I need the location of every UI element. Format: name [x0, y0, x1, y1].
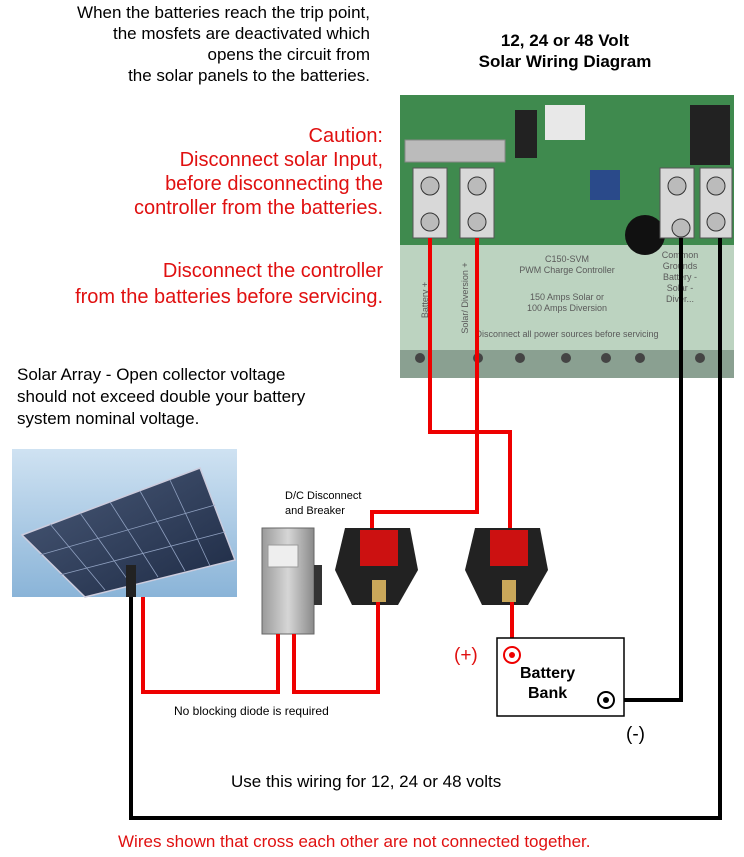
solar-plus-terminal [459, 167, 495, 239]
breaker-stud [502, 580, 516, 602]
disconnect-label: D/C Disconnect and Breaker [285, 489, 361, 519]
terminal-label-battery: Battery + [420, 282, 430, 318]
disconnect-label-line: D/C Disconnect [285, 490, 362, 502]
wiring-note: Use this wiring for 12, 24 or 48 volts [231, 772, 502, 791]
solar-note-line: should not exceed double your battery [17, 387, 306, 406]
terminal-label-solar: Solar/ Diversion + [460, 262, 470, 333]
breaker-stud [372, 580, 386, 602]
service-line: Disconnect the controller [162, 260, 383, 282]
caution-line: controller from the batteries. [134, 197, 383, 219]
service-note: Disconnect the controller from the batte… [0, 258, 383, 310]
disconnect-to-breaker-wire [292, 602, 380, 694]
panel-mount-pole [126, 565, 136, 597]
positive-wires [141, 238, 514, 694]
connector-block [545, 105, 585, 140]
battery-label-line: Bank [528, 685, 568, 702]
solar-array-note: Solar Array - Open collector voltage sho… [17, 364, 377, 430]
panel-negative-wire [129, 238, 722, 820]
trip-note-line: the mosfets are deactivated which [112, 24, 370, 43]
solar-note-line: system nominal voltage. [17, 409, 200, 428]
disconnect-handle [314, 565, 322, 605]
battery-label: Battery Bank [520, 664, 600, 704]
disconnect-enclosure [261, 527, 315, 635]
battery-positive-post-center [509, 652, 515, 658]
battery-negative-wire [610, 238, 683, 702]
battery-plus-terminal [412, 167, 448, 239]
breaker-reset-lever [360, 530, 398, 566]
negative-wires [129, 238, 722, 820]
relay-component [590, 170, 620, 200]
breaker-reset-lever [490, 530, 528, 566]
controller-model: C150-SVM [545, 254, 589, 264]
title-line: 12, 24 or 48 Volt [500, 31, 630, 50]
dc-disconnect-box [261, 527, 322, 635]
trip-note-line: opens the circuit from [207, 45, 370, 64]
ribbon-cable [404, 139, 506, 163]
controller-rating: 150 Amps Solar or [530, 292, 604, 302]
solar-positive-wire [370, 238, 479, 528]
ic-chip [515, 110, 537, 158]
capacitor [625, 215, 665, 255]
title-line: Solar Wiring Diagram [478, 52, 652, 71]
positive-marker: (+) [454, 645, 478, 666]
mosfet-block [690, 105, 730, 165]
battery-positive-wire [428, 238, 512, 528]
trip-note-line: the solar panels to the batteries. [128, 66, 370, 85]
board-label-area [400, 245, 734, 350]
circuit-breaker-right [465, 528, 548, 605]
cross-note: Wires shown that cross each other are no… [118, 832, 591, 851]
battery-negative-post-center [603, 697, 609, 703]
disconnect-label-plate [267, 544, 299, 568]
charge-controller: Battery + Solar/ Diversion + C150-SVM PW… [400, 95, 734, 378]
controller-rating: 100 Amps Diversion [527, 303, 607, 313]
battery-label-line: Battery [520, 665, 576, 682]
trip-point-note: When the batteries reach the trip point,… [0, 2, 370, 86]
service-line: from the batteries before servicing. [75, 286, 383, 308]
caution-line: Caution: [308, 125, 384, 147]
rail-screws [415, 353, 705, 363]
disconnect-label-line: and Breaker [285, 505, 345, 517]
common-ground-terminals [659, 167, 733, 239]
solar-array [12, 449, 237, 598]
caution-note: Caution: Disconnect solar Input, before … [0, 124, 383, 220]
caution-line: Disconnect solar Input, [179, 149, 383, 171]
panel-grid [39, 479, 226, 591]
panel-to-disconnect-wire [141, 597, 280, 694]
diode-note: No blocking diode is required [174, 704, 329, 718]
caution-line: before disconnecting the [165, 173, 383, 195]
negative-marker: (-) [626, 724, 645, 745]
controller-model-sub: PWM Charge Controller [519, 265, 615, 275]
trip-note-line: When the batteries reach the trip point, [77, 3, 370, 22]
circuit-breaker-left [335, 528, 418, 605]
diagram-title: 12, 24 or 48 Volt Solar Wiring Diagram [440, 30, 690, 72]
controller-warning: Disconnect all power sources before serv… [475, 329, 658, 339]
solar-note-line: Solar Array - Open collector voltage [17, 365, 286, 384]
